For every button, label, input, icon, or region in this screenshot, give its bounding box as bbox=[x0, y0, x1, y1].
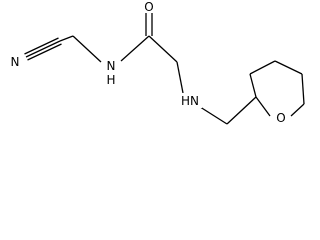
svg-text:H: H bbox=[106, 73, 115, 87]
atom-nitrile-n: N bbox=[9, 54, 22, 69]
molecule-diagram: N O N H HN O bbox=[9, 0, 305, 126]
svg-text:N: N bbox=[11, 55, 20, 69]
structure-canvas: N O N H HN O bbox=[9, 0, 305, 126]
svg-text:O: O bbox=[276, 111, 285, 125]
atom-ring-o: O bbox=[273, 110, 288, 126]
bond-carbonyl-ch2 bbox=[148, 35, 178, 63]
bond-amine-ch2 bbox=[196, 104, 228, 125]
bond-ch2-amine bbox=[176, 61, 184, 94]
atom-amide-o: O bbox=[142, 0, 156, 14]
atom-amide-nh: N H bbox=[103, 56, 119, 87]
svg-text:O: O bbox=[144, 0, 153, 14]
bond-ch2-ring bbox=[226, 96, 257, 125]
atom-amine-hn: HN bbox=[178, 93, 202, 108]
bond-nh-carbonyl bbox=[120, 35, 150, 62]
bond-nitrile-triple bbox=[24, 37, 62, 61]
bond-ch2-nh bbox=[72, 35, 102, 63]
svg-text:HN: HN bbox=[181, 94, 199, 108]
bond-nitrile-c-ch2 bbox=[59, 35, 74, 42]
bond-carbonyl-double bbox=[145, 13, 153, 36]
svg-text:N: N bbox=[107, 59, 116, 73]
thf-ring bbox=[249, 60, 305, 117]
